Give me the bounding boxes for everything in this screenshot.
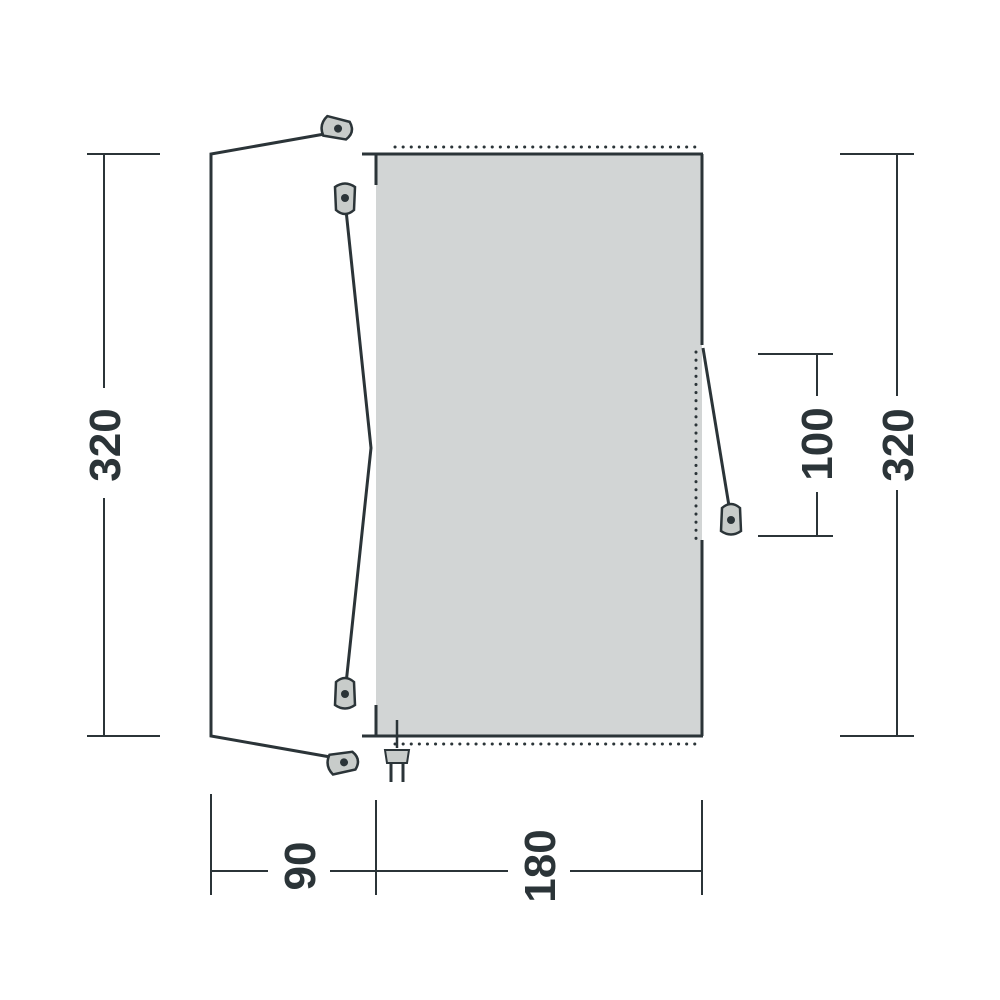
inner-tent-floor	[376, 154, 702, 736]
right-height-dimension: 320	[840, 153, 923, 737]
peg-icon	[326, 750, 360, 776]
peg-icon	[333, 182, 357, 216]
side-door-dimension: 100	[758, 353, 842, 537]
side-pole	[701, 347, 732, 513]
canopy-outline	[209, 130, 337, 760]
side-door-label: 100	[793, 407, 842, 480]
electric-plug-icon	[383, 720, 411, 782]
left-height-label: 320	[81, 408, 130, 481]
canopy-depth-label: 90	[276, 842, 325, 891]
inner-depth-label: 180	[516, 829, 565, 902]
right-height-label: 320	[874, 408, 923, 481]
peg-icon	[320, 114, 354, 141]
pole	[344, 209, 373, 685]
left-height-dimension: 320	[81, 153, 160, 737]
peg-icon	[333, 676, 357, 710]
depth-dimension: 90 180	[210, 794, 703, 903]
peg-icon	[719, 502, 743, 536]
